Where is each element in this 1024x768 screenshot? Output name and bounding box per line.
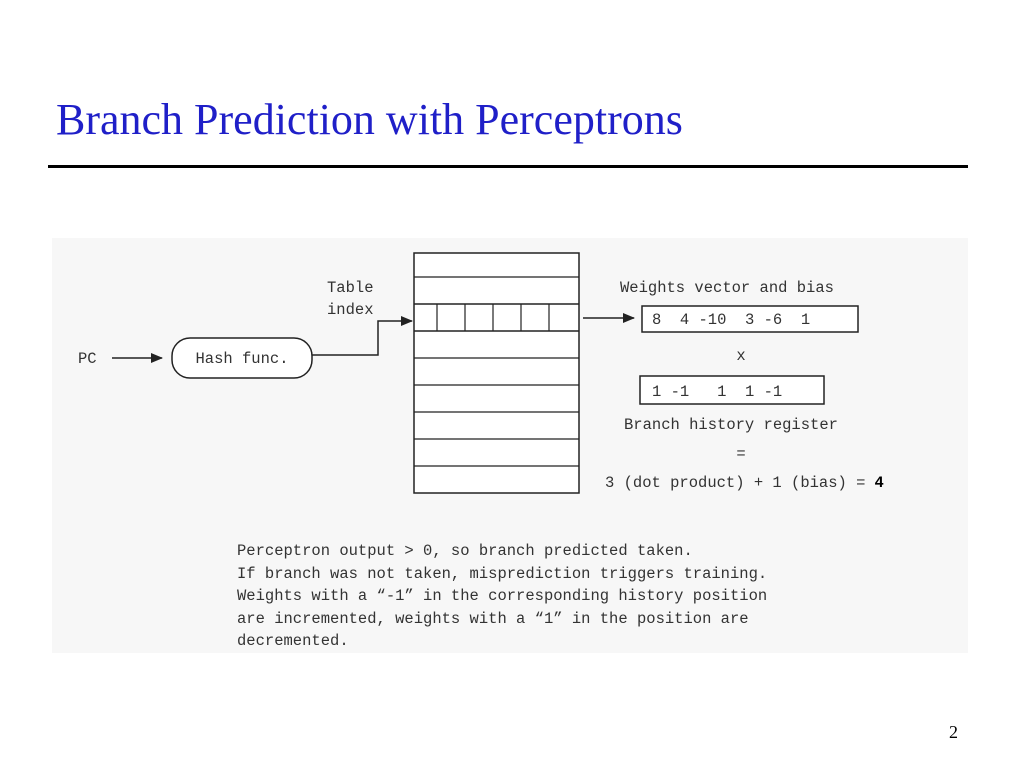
caption-line: are incremented, weights with a “1” in t… [237, 609, 749, 628]
caption-line: decremented. [237, 632, 349, 651]
history-register-values: 1 -1 1 1 -1 [652, 383, 782, 401]
pc-label: PC [78, 350, 97, 368]
caption-line: Weights with a “-1” in the corresponding… [237, 587, 768, 606]
title-underline [48, 165, 968, 168]
weights-vector-values: 8 4 -10 3 -6 1 [652, 311, 810, 329]
hash-function-box [171, 337, 313, 379]
table-index-label-line2: index [327, 301, 374, 319]
caption-line: If branch was not taken, misprediction t… [237, 564, 768, 583]
slide-title: Branch Prediction with Perceptrons [56, 95, 683, 144]
weights-label: Weights vector and bias [620, 279, 834, 297]
weights-vector-box [641, 305, 859, 333]
result-expression: 3 (dot product) + 1 (bias) = 4 [605, 474, 884, 492]
equals-symbol: = [736, 445, 745, 463]
diagram-canvas: PC Hash func. Table index [78, 252, 884, 494]
hash-function-label: Hash func. [195, 350, 288, 368]
multiply-symbol: x [736, 347, 745, 365]
caption-line: Perceptron output > 0, so branch predict… [237, 542, 693, 560]
table-index-label-line1: Table [327, 279, 374, 297]
explanation-text: Perceptron output > 0, so branch predict… [237, 540, 767, 653]
table-index-arrow [312, 316, 413, 356]
perceptron-diagram: PC Hash func. Table index [52, 238, 968, 653]
history-register-box [639, 375, 825, 405]
result-value: 4 [874, 474, 883, 492]
perceptron-table [413, 252, 580, 494]
result-expression-text: 3 (dot product) + 1 (bias) = [605, 474, 865, 492]
history-register-label: Branch history register [624, 416, 838, 434]
page-number: 2 [949, 722, 958, 742]
